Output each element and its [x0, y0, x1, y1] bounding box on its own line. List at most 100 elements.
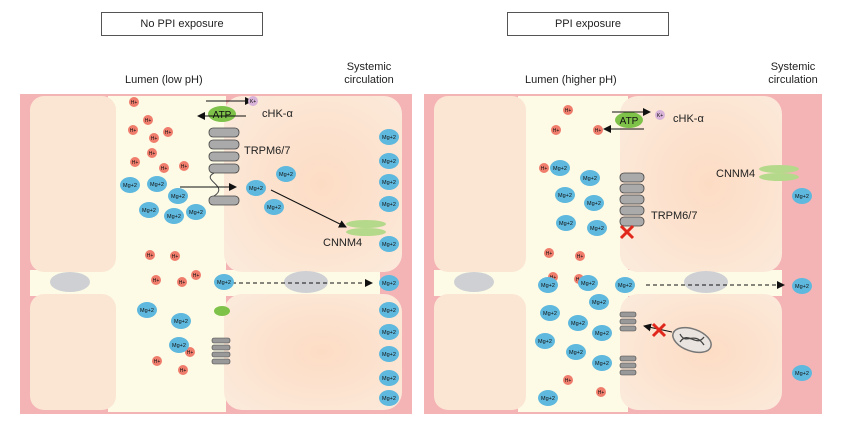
dna-nucleus-icon — [672, 326, 712, 354]
svg-text:H+: H+ — [145, 118, 152, 124]
k-ion: K+ — [248, 96, 258, 106]
h-ion: H+ — [145, 250, 155, 260]
mg-ion: Mg+2 — [379, 236, 399, 252]
h-ion: H+ — [159, 163, 169, 173]
h-ion: H+ — [163, 127, 173, 137]
mg-ion: Mg+2 — [566, 344, 586, 360]
h-ion: H+ — [575, 251, 585, 261]
svg-text:K+: K+ — [250, 99, 256, 105]
left-small-vesicle — [214, 306, 230, 316]
left-systemic-label: Systemic circulation — [334, 61, 404, 87]
right-junction-2 — [684, 271, 728, 293]
right-cnnm4-bar-2 — [759, 173, 799, 181]
mg-ion: Mg+2 — [379, 390, 399, 406]
h-ion: H+ — [130, 157, 140, 167]
right-systemic-line2: circulation — [768, 74, 818, 86]
left-cnnm4-bar-1 — [346, 220, 386, 228]
svg-text:Mg+2: Mg+2 — [279, 172, 293, 178]
right-chk-label: cHK-α — [673, 113, 704, 125]
h-ion: H+ — [178, 365, 188, 375]
h-ion: H+ — [563, 105, 573, 115]
h-ion: H+ — [596, 387, 606, 397]
h-ion: H+ — [179, 161, 189, 171]
right-systemic-label: Systemic circulation — [758, 61, 828, 87]
k-ion: K+ — [655, 110, 665, 120]
svg-text:H+: H+ — [154, 359, 161, 365]
left-junction-1 — [50, 272, 90, 292]
mg-ion: Mg+2 — [379, 324, 399, 340]
mg-ion: Mg+2 — [379, 196, 399, 212]
mg-ion: Mg+2 — [379, 370, 399, 386]
mg-ion: Mg+2 — [186, 204, 206, 220]
svg-text:H+: H+ — [172, 254, 179, 260]
svg-text:H+: H+ — [161, 166, 168, 172]
right-cell-bottom-left — [434, 294, 526, 410]
right-cnnm4-bar-1 — [759, 165, 799, 173]
mg-ion: Mg+2 — [538, 277, 558, 293]
mg-ion: Mg+2 — [379, 302, 399, 318]
svg-text:Mg+2: Mg+2 — [123, 183, 137, 189]
mg-ion: Mg+2 — [615, 277, 635, 293]
left-cell-top-right — [224, 96, 402, 272]
svg-text:H+: H+ — [180, 368, 187, 374]
svg-text:H+: H+ — [165, 130, 172, 136]
svg-text:Mg+2: Mg+2 — [382, 396, 396, 402]
left-junction-2 — [284, 271, 328, 293]
svg-text:Mg+2: Mg+2 — [382, 330, 396, 336]
svg-text:Mg+2: Mg+2 — [553, 166, 567, 172]
svg-text:Mg+2: Mg+2 — [595, 361, 609, 367]
svg-text:Mg+2: Mg+2 — [587, 201, 601, 207]
mg-ion: Mg+2 — [535, 333, 555, 349]
svg-text:Mg+2: Mg+2 — [267, 205, 281, 211]
svg-text:H+: H+ — [181, 164, 188, 170]
mg-ion: Mg+2 — [137, 302, 157, 318]
mg-ion: Mg+2 — [540, 305, 560, 321]
left-panel-title: No PPI exposure — [101, 12, 263, 36]
svg-text:Mg+2: Mg+2 — [171, 194, 185, 200]
svg-text:Mg+2: Mg+2 — [618, 283, 632, 289]
mg-ion: Mg+2 — [169, 337, 189, 353]
left-cell-bottom-left — [30, 294, 116, 410]
svg-text:Mg+2: Mg+2 — [559, 221, 573, 227]
mg-ion: Mg+2 — [379, 153, 399, 169]
svg-text:Mg+2: Mg+2 — [795, 371, 809, 377]
right-lumen-label: Lumen (higher pH) — [525, 74, 617, 86]
svg-text:Mg+2: Mg+2 — [583, 176, 597, 182]
right-trpm-channel — [619, 172, 645, 227]
left-chk-label: cHK-α — [262, 108, 293, 120]
svg-text:Mg+2: Mg+2 — [382, 376, 396, 382]
mg-ion: Mg+2 — [556, 215, 576, 231]
svg-text:Mg+2: Mg+2 — [382, 202, 396, 208]
right-atp-label: ATP — [620, 116, 639, 127]
h-ion: H+ — [147, 148, 157, 158]
right-panel-title: PPI exposure — [507, 12, 669, 36]
mg-ion: Mg+2 — [168, 188, 188, 204]
mg-ion: Mg+2 — [164, 208, 184, 224]
svg-text:Mg+2: Mg+2 — [382, 159, 396, 165]
mg-ion: Mg+2 — [276, 166, 296, 182]
mg-ion: Mg+2 — [580, 170, 600, 186]
svg-text:Mg+2: Mg+2 — [382, 242, 396, 248]
h-ion: H+ — [170, 251, 180, 261]
svg-text:Mg+2: Mg+2 — [541, 283, 555, 289]
svg-text:Mg+2: Mg+2 — [172, 343, 186, 349]
left-cnnm4-label: CNNM4 — [323, 237, 362, 249]
mg-ion: Mg+2 — [264, 199, 284, 215]
svg-text:H+: H+ — [151, 136, 158, 142]
h-ion: H+ — [143, 115, 153, 125]
left-bottom-channel — [211, 337, 231, 365]
right-cell-top-right — [620, 96, 782, 272]
mg-ion: Mg+2 — [592, 325, 612, 341]
h-ion: H+ — [128, 125, 138, 135]
svg-text:H+: H+ — [565, 378, 572, 384]
mg-ion: Mg+2 — [792, 278, 812, 294]
left-atp-pump — [208, 106, 236, 122]
left-lumen-label: Lumen (low pH) — [125, 74, 203, 86]
h-ion: H+ — [544, 248, 554, 258]
svg-text:Mg+2: Mg+2 — [569, 350, 583, 356]
svg-text:Mg+2: Mg+2 — [382, 308, 396, 314]
svg-text:H+: H+ — [193, 273, 200, 279]
svg-text:Mg+2: Mg+2 — [558, 193, 572, 199]
mg-ion: Mg+2 — [246, 180, 266, 196]
left-lumen — [108, 96, 226, 412]
